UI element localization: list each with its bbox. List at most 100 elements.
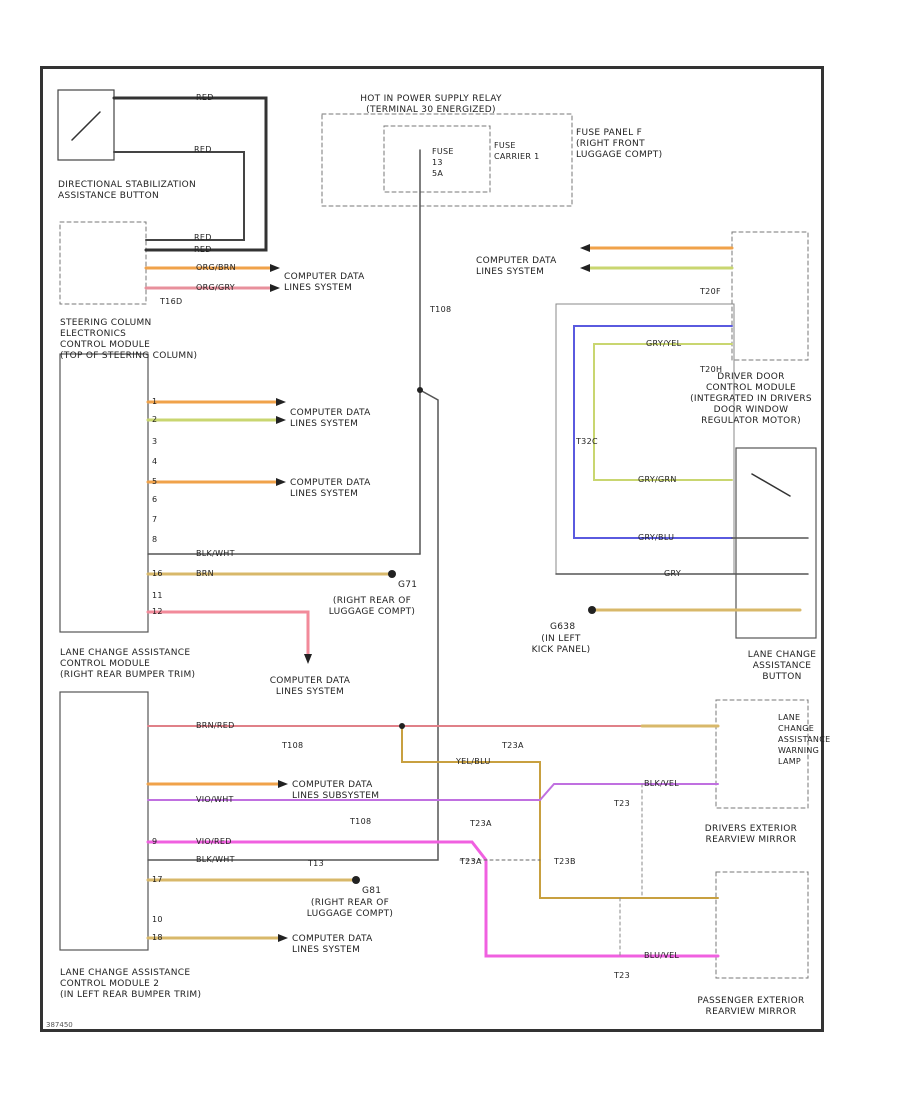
ground-g71 bbox=[388, 570, 396, 578]
wire-m2-viowht bbox=[147, 783, 719, 801]
arrow-10 bbox=[278, 934, 288, 942]
steering-module-box bbox=[59, 221, 147, 305]
conn-t23a: T23A bbox=[502, 741, 524, 750]
ground-g71-id: G71 bbox=[398, 580, 418, 590]
pass-mirror-label: PASSENGER EXTERIOR REARVIEW MIRROR bbox=[697, 996, 805, 1017]
driver-door-label: DRIVER DOOR CONTROL MODULE (INTEGRATED I… bbox=[690, 372, 812, 426]
conn-t20h: T20H bbox=[700, 365, 723, 374]
wire-door-grygrn bbox=[593, 343, 733, 481]
wire-label-red3: RED bbox=[194, 233, 212, 242]
fuse-panel-label: FUSE PANEL F (RIGHT FRONT LUGGAGE COMPT) bbox=[576, 128, 663, 160]
conn-t108c: T108 bbox=[350, 817, 372, 826]
wire-label-viored: VIO/RED bbox=[196, 837, 232, 846]
arrow-1 bbox=[270, 264, 280, 272]
diagram-id: 387450 bbox=[46, 1021, 73, 1029]
conn-t32c: T32C bbox=[576, 437, 598, 446]
cdls-7: COMPUTER DATA LINES SYSTEM bbox=[476, 256, 557, 277]
wire-label-gry: GRY bbox=[664, 569, 682, 578]
pin-6: 6 bbox=[152, 495, 158, 504]
pin-18: 18 bbox=[152, 933, 163, 942]
wire-label-red: RED bbox=[196, 93, 214, 102]
wire-door-blu bbox=[573, 325, 733, 539]
pin-8: 8 bbox=[152, 535, 158, 544]
wire-label-gryblu: GRY/BLU bbox=[638, 533, 675, 542]
lca-button-label: LANE CHANGE ASSISTANCE BUTTON bbox=[747, 650, 817, 682]
fuse-label: FUSE 13 5A bbox=[432, 147, 454, 178]
relay-subtitle: (TERMINAL 30 ENERGIZED) bbox=[366, 105, 496, 115]
lca-module-box bbox=[59, 353, 149, 633]
wire-label-oggry: ORG/GRY bbox=[196, 283, 235, 292]
pin-1: 1 bbox=[152, 397, 158, 406]
wire-label-ogbrn: ORG/BRN bbox=[196, 263, 236, 272]
wire-label-gryyel: GRY/YEL bbox=[646, 339, 682, 348]
dsa-switch bbox=[71, 111, 101, 141]
cdls-2: COMPUTER DATA LINES SYSTEM bbox=[290, 408, 371, 429]
pin-5: 5 bbox=[152, 477, 158, 486]
conn-t16d: T16D bbox=[160, 297, 183, 306]
cdls-6: COMPUTER DATA LINES SYSTEM bbox=[292, 934, 373, 955]
cdls-3: COMPUTER DATA LINES SYSTEM bbox=[290, 478, 371, 499]
driver-mirror-box bbox=[715, 699, 809, 809]
conn-t108a: T108 bbox=[430, 305, 452, 314]
ground-g81-id: G81 bbox=[362, 886, 382, 896]
pin-11: 11 bbox=[152, 591, 163, 600]
wire-dsa-red bbox=[112, 96, 268, 252]
arrow-2 bbox=[270, 284, 280, 292]
wire-label-viowht: VIO/WHT bbox=[196, 795, 234, 804]
conn-t23f: T23B bbox=[554, 857, 576, 866]
ground-g638 bbox=[588, 606, 596, 614]
pass-mirror-box bbox=[715, 871, 809, 979]
steering-label: STEERING COLUMN ELECTRONICS CONTROL MODU… bbox=[60, 318, 198, 361]
arrow-7 bbox=[580, 244, 590, 252]
driver-mirror-label: DRIVERS EXTERIOR REARVIEW MIRROR bbox=[704, 824, 798, 845]
wire-label-bkwht: BLK/WHT bbox=[196, 549, 235, 558]
relay-box bbox=[321, 113, 573, 207]
wire-label-bluvel: BLU/VEL bbox=[644, 951, 680, 960]
wire-label-red2: RED bbox=[194, 145, 212, 154]
pin-17: 17 bbox=[152, 875, 163, 884]
pin-7: 7 bbox=[152, 515, 158, 524]
diagram-frame bbox=[40, 66, 824, 1032]
conn-t13: T13 bbox=[308, 859, 324, 868]
conn-t23c: T23A bbox=[460, 857, 482, 866]
cdls-1: COMPUTER DATA LINES SYSTEM bbox=[284, 272, 365, 293]
wire-label-yelblu: YEL/BLU bbox=[456, 757, 491, 766]
pin-9: 9 bbox=[152, 837, 158, 846]
driver-mirror-lamp-label: LANE CHANGE ASSISTANCE WARNING LAMP bbox=[778, 713, 831, 766]
pin-3: 3 bbox=[152, 437, 158, 446]
ground-g71-loc: (RIGHT REAR OF LUGGAGE COMPT) bbox=[328, 596, 416, 617]
lca-module2-label: LANE CHANGE ASSISTANCE CONTROL MODULE 2 … bbox=[60, 968, 202, 1000]
wire-label-blkvel: BLK/VEL bbox=[644, 779, 679, 788]
wire-m2-brnred-pass bbox=[401, 725, 719, 899]
cdls-5: COMPUTER DATA LINES SUBSYSTEM bbox=[292, 780, 380, 801]
fuse-carrier-label: FUSE CARRIER 1 bbox=[494, 141, 540, 161]
ground-g81-loc: (RIGHT REAR OF LUGGAGE COMPT) bbox=[306, 898, 394, 919]
arrow-9 bbox=[278, 780, 288, 788]
ground-g81 bbox=[352, 876, 360, 884]
wire-lca-red bbox=[146, 610, 310, 656]
wire-dsa-2 bbox=[113, 151, 245, 241]
arrow-3 bbox=[276, 398, 286, 406]
conn-t108b: T108 bbox=[282, 741, 304, 750]
arrow-5 bbox=[276, 478, 286, 486]
relay-title: HOT IN POWER SUPPLY RELAY bbox=[360, 94, 502, 104]
conn-t23d: T23 bbox=[614, 799, 630, 808]
dsa-button-label: DIRECTIONAL STABILIZATION ASSISTANCE BUT… bbox=[58, 180, 197, 201]
wire-bk-wht-2 bbox=[147, 389, 439, 861]
wire-label-brnred: BRN/RED bbox=[196, 721, 235, 730]
wire-label-bkwht2: BLK/WHT bbox=[196, 855, 235, 864]
cdls-4: COMPUTER DATA LINES SYSTEM bbox=[269, 676, 351, 697]
lca-module2-box bbox=[59, 691, 149, 951]
wire-label-red4: RED bbox=[194, 245, 212, 254]
pin-12: 12 bbox=[152, 607, 163, 616]
pin-4: 4 bbox=[152, 457, 158, 466]
ground-g638-loc: (IN LEFT KICK PANEL) bbox=[531, 634, 591, 655]
conn-t23e: T23 bbox=[614, 971, 630, 980]
splice-2 bbox=[417, 387, 423, 393]
dsa-button-box bbox=[57, 89, 115, 161]
ground-g638-id: G638 bbox=[550, 622, 576, 632]
conn-t20f: T20F bbox=[700, 287, 721, 296]
arrow-4 bbox=[276, 416, 286, 424]
lca-module-label: LANE CHANGE ASSISTANCE CONTROL MODULE (R… bbox=[60, 648, 196, 680]
